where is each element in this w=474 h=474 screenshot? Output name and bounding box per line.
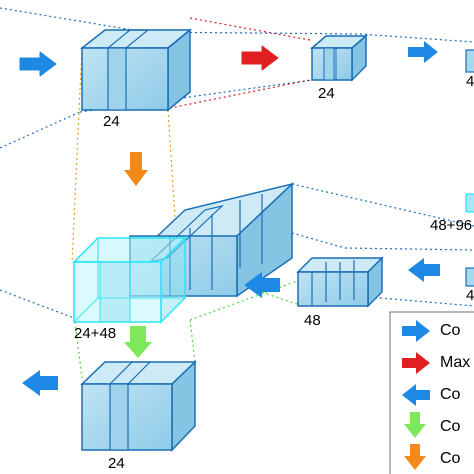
label-mid-right: 48+96 (430, 217, 473, 234)
label-right-edge-small: 4 (466, 73, 474, 90)
legend-label-4: Co (440, 450, 461, 467)
legend-red-right-arrow-icon (402, 352, 430, 374)
cube-top-left (79, 28, 193, 112)
blue-right-arrow-left (19, 51, 57, 77)
legend-orange-down-arrow-icon (404, 444, 426, 470)
label-cube-top-middle: 24 (318, 85, 335, 102)
cube-bottom (80, 360, 197, 452)
orange-down-arrow (124, 152, 148, 186)
blue-left-arrow-bottom (22, 370, 58, 396)
label-cube-top-left: 24 (103, 113, 120, 130)
label-cube-bottom: 24 (108, 455, 125, 472)
right-edge-cube-low (465, 267, 474, 287)
blue-right-arrow-right (408, 41, 438, 63)
label-block-mid-right: 48 (304, 312, 321, 329)
legend-blue-right-arrow-icon (402, 320, 430, 342)
blue-left-arrow-mid (244, 272, 280, 298)
legend-label-1: Max (440, 354, 471, 371)
right-edge-cube-top (465, 49, 474, 73)
legend-green-down-arrow-icon (404, 412, 426, 438)
cube-top-middle (309, 34, 369, 82)
green-down-arrow (124, 326, 152, 358)
legend-label-2: Co (440, 386, 461, 403)
red-dotted-lines (159, 17, 311, 111)
legend-label-0: Co (440, 322, 461, 339)
block-mid-right (296, 256, 384, 308)
red-right-arrow (241, 45, 279, 71)
blue-left-arrow-right (408, 258, 440, 282)
legend-box (389, 311, 474, 474)
right-edge-cube-mid (465, 193, 474, 213)
label-concat-block: 24+48 (74, 325, 117, 342)
legend-blue-left-arrow-icon (402, 384, 430, 406)
concat-block (72, 182, 295, 324)
legend-label-3: Co (440, 418, 461, 435)
label-right-edge-mid: 4 (466, 287, 474, 304)
